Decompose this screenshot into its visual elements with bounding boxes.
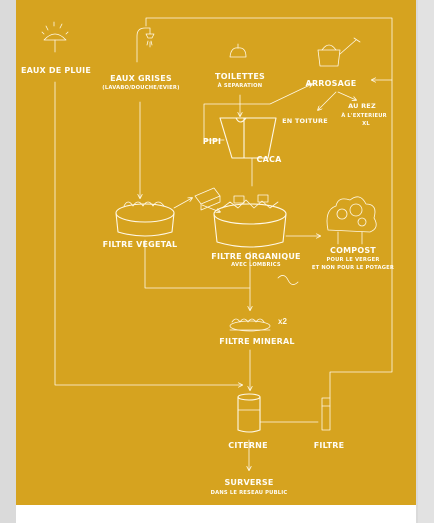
separating-toilet bbox=[220, 118, 276, 158]
label-surverse: SURVERSE bbox=[224, 478, 273, 487]
label-au-rez-sub1: À L'EXTERIEUR bbox=[341, 113, 387, 119]
label-eaux-grises-sub: (LAVABO/DOUCHE/EVIER) bbox=[102, 85, 179, 91]
filtre-organique-basin bbox=[214, 195, 286, 247]
label-citerne: CITERNE bbox=[228, 441, 268, 450]
label-compost-sub1: POUR LE VERGER bbox=[326, 257, 379, 263]
filtre-vegetal-basin bbox=[116, 202, 174, 236]
label-filtre: FILTRE bbox=[314, 441, 345, 450]
rain-icon bbox=[42, 22, 68, 52]
label-eaux-de-pluie: EAUX DE PLUIE bbox=[21, 66, 91, 75]
label-arrosage: ARROSAGE bbox=[306, 79, 357, 88]
label-compost: COMPOST bbox=[330, 246, 376, 255]
label-eaux-grises: EAUX GRISES bbox=[110, 74, 172, 83]
watering-can-icon bbox=[318, 38, 360, 66]
label-filtre-organique: FILTRE ORGANIQUE bbox=[211, 252, 300, 261]
compost-heap bbox=[327, 197, 376, 244]
label-pipi: PIPI bbox=[203, 137, 221, 146]
label-au-rez: AU REZ bbox=[348, 102, 376, 110]
citerne-tank bbox=[238, 394, 260, 432]
label-toilettes-sub: À SEPARATION bbox=[218, 83, 263, 89]
label-en-toiture: EN TOITURE bbox=[282, 117, 328, 125]
shower-icon bbox=[137, 28, 154, 62]
filtre-mineral-stones bbox=[230, 319, 270, 331]
label-caca: CACA bbox=[257, 155, 282, 164]
label-compost-sub2: ET NON POUR LE POTAGER bbox=[312, 265, 394, 271]
label-filtre-mineral: FILTRE MINERAL bbox=[219, 337, 294, 346]
label-filtre-organique-sub: AVEC LOMBRICS bbox=[231, 262, 281, 268]
label-au-rez-sub2: XL bbox=[362, 121, 370, 127]
small-filter-icon bbox=[322, 398, 330, 430]
paper-bundle-icon bbox=[195, 188, 220, 210]
worm-icon bbox=[278, 275, 298, 284]
mineral-multiplier: x2 bbox=[278, 317, 287, 326]
label-toilettes: TOILETTES bbox=[215, 72, 265, 81]
toilet-icon bbox=[230, 44, 246, 57]
label-surverse-sub: DANS LE RESEAU PUBLIC bbox=[211, 490, 288, 496]
label-filtre-vegetal: FILTRE VEGETAL bbox=[103, 240, 178, 249]
